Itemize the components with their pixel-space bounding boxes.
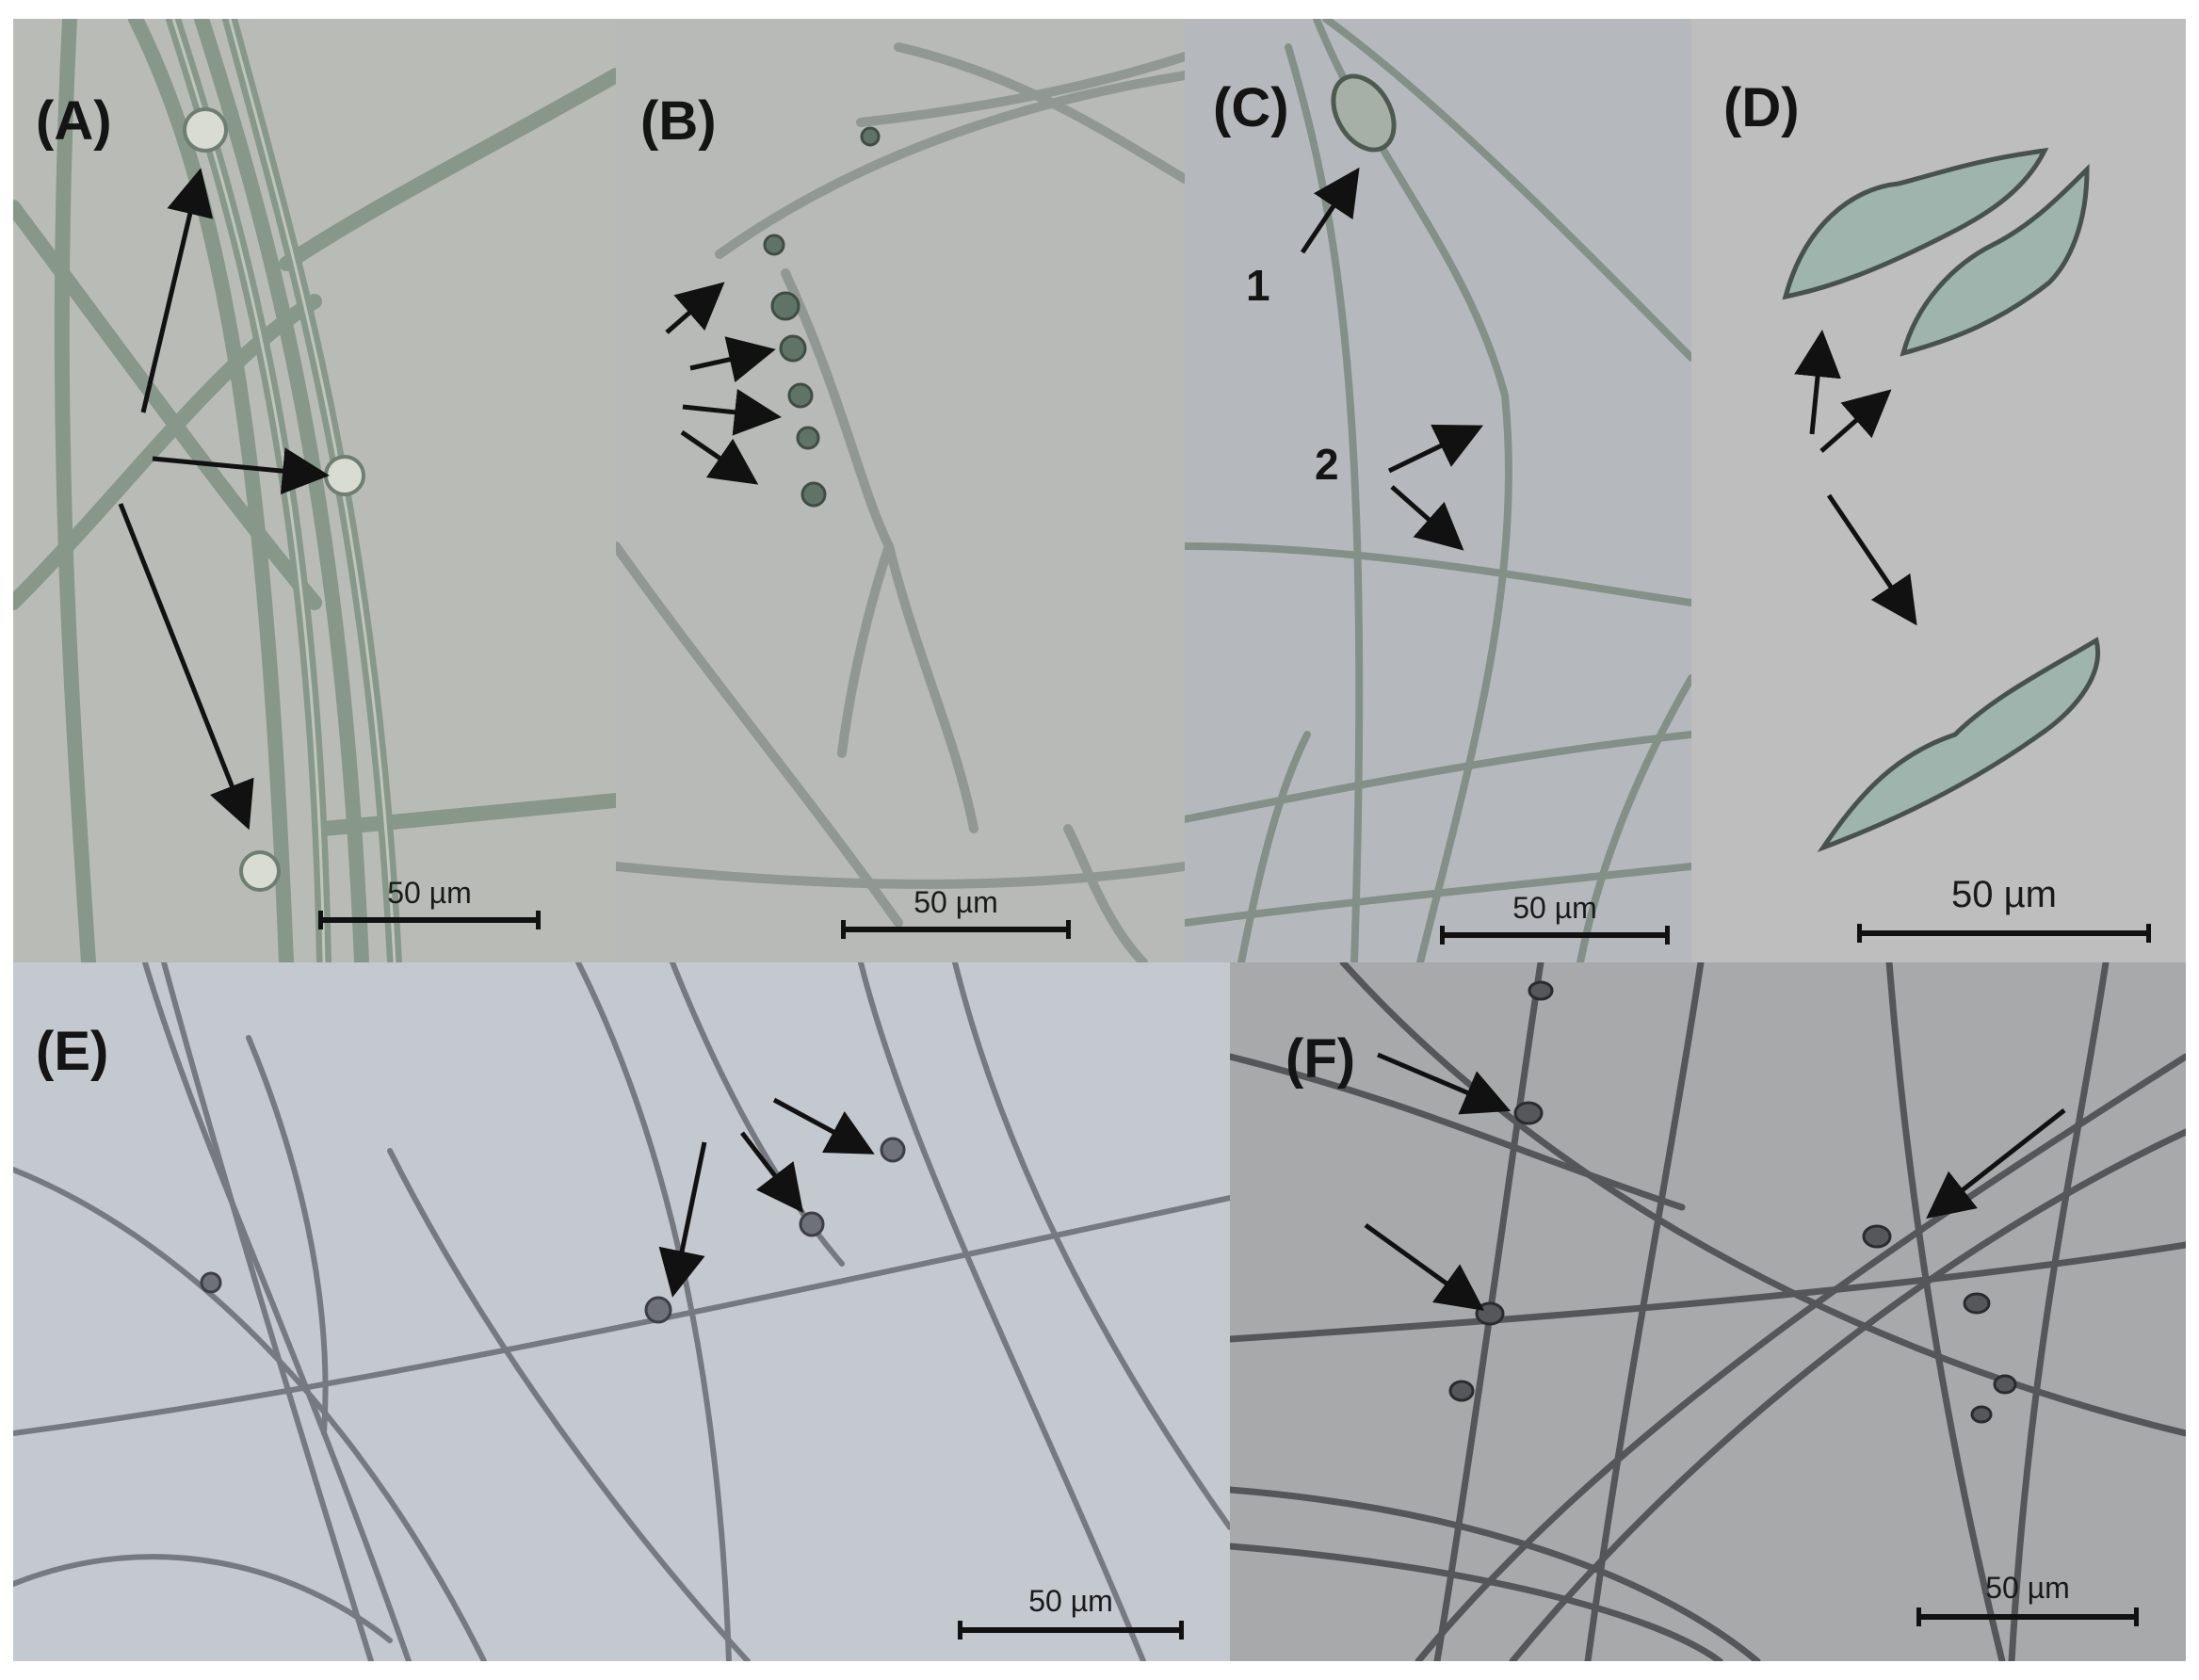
scale-text-a: 50 µm (387, 876, 472, 910)
micrograph-f (1230, 962, 2186, 1661)
panel-e (13, 962, 1230, 1661)
scale-bar-e: 50 µm (958, 1578, 1184, 1640)
scale-line-a (318, 911, 541, 929)
panel-d (1691, 19, 2186, 962)
panel-label-c: (C) (1213, 77, 1289, 138)
panel-f (1230, 962, 2186, 1661)
scale-bar-f: 50 µm (1916, 1565, 2139, 1626)
scale-bar-b: 50 µm (841, 876, 1071, 939)
panel-label-e: (E) (36, 1021, 109, 1082)
panel-label-a: (A) (36, 90, 112, 152)
scale-line-b (841, 920, 1071, 939)
scale-bar-c: 50 µm (1440, 881, 1670, 945)
micrograph-b (616, 19, 1185, 962)
scale-line-f (1916, 1607, 2139, 1626)
scale-text-f: 50 µm (1985, 1571, 2070, 1605)
scale-line-c (1440, 926, 1670, 945)
panel-label-f: (F) (1285, 1028, 1356, 1090)
micrograph-e (13, 962, 1230, 1661)
micrograph-a (13, 19, 616, 962)
scale-text-e: 50 µm (1028, 1584, 1113, 1618)
scale-line-d (1857, 924, 2151, 943)
scale-bar-d: 50 µm (1857, 868, 2151, 943)
panel-label-b: (B) (640, 90, 717, 152)
panel-c (1185, 19, 1691, 962)
scale-text-c: 50 µm (1512, 891, 1597, 925)
panel-label-d: (D) (1723, 77, 1800, 138)
panel-b (616, 19, 1185, 962)
marker-2: 2 (1315, 440, 1339, 489)
panel-a (13, 19, 616, 962)
scale-bar-a: 50 µm (318, 866, 541, 929)
marker-1: 1 (1246, 261, 1270, 310)
micrograph-c (1185, 19, 1691, 962)
scale-text-b: 50 µm (914, 885, 998, 919)
micrograph-d (1691, 19, 2186, 962)
scale-line-e (958, 1621, 1184, 1640)
scale-text-d: 50 µm (1951, 874, 2057, 915)
